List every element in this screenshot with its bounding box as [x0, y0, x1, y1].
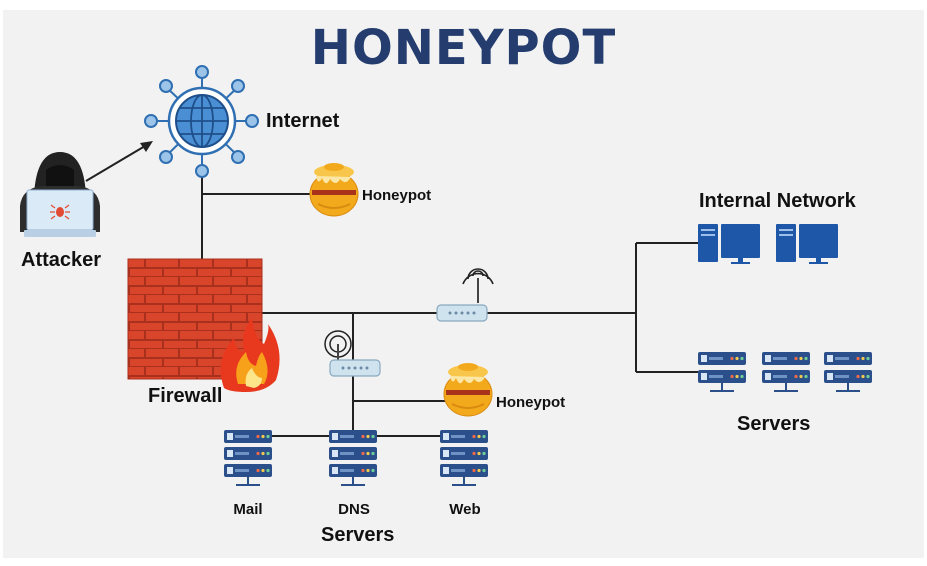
- dns-server-icon: [329, 430, 377, 486]
- internal-server-icon-3: [824, 352, 872, 392]
- attacker-label: Attacker: [21, 249, 102, 271]
- honeypot-top-label: Honeypot: [362, 187, 432, 204]
- attacker-icon: [20, 152, 100, 237]
- firewall-label: Firewall: [148, 385, 223, 407]
- dns-label: DNS: [338, 501, 370, 518]
- dmz-servers-label: Servers: [321, 524, 395, 546]
- honeypot-icon-mid: [443, 362, 493, 417]
- honeypot-icon-top: [309, 162, 359, 217]
- internet-label: Internet: [266, 110, 340, 132]
- mail-label: Mail: [233, 501, 263, 518]
- internal-server-icon-1: [698, 352, 746, 392]
- page-title: HONEYPOT: [310, 20, 617, 76]
- internal-server-icon-2: [762, 352, 810, 392]
- attack-arrow: [85, 141, 153, 182]
- web-server-icon: [440, 430, 488, 486]
- computer-icon-1: [698, 224, 760, 264]
- web-label: Web: [449, 501, 481, 518]
- honeypot-mid-label: Honeypot: [496, 394, 566, 411]
- computer-icon-2: [776, 224, 838, 264]
- wireless-router-icon-dmz: [324, 330, 381, 377]
- internet-globe-icon: [144, 65, 259, 178]
- firewall-icon: [127, 258, 280, 392]
- internal-servers-label: Servers: [737, 413, 811, 435]
- internal-network-label: Internal Network: [699, 190, 856, 212]
- wireless-router-icon-main: [436, 268, 494, 322]
- mail-server-icon: [224, 430, 272, 486]
